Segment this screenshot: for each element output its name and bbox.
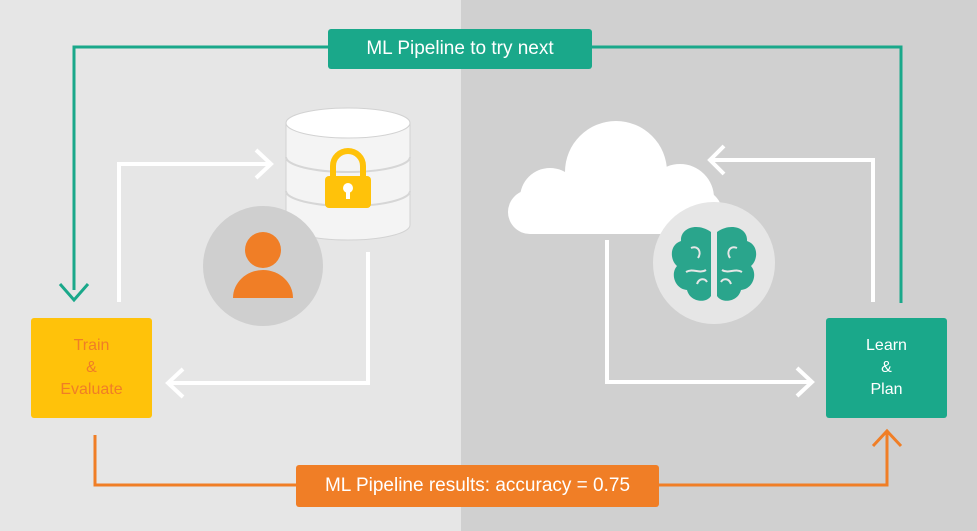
- left-inner-loop-top: [117, 162, 268, 302]
- database-icon: [285, 107, 411, 241]
- right-inner-arrowhead-bottom: [795, 366, 815, 398]
- left-inner-loop-bottom: [170, 252, 370, 385]
- orange-arrowhead: [871, 428, 903, 448]
- brain-icon: [653, 202, 775, 324]
- next-pipeline-label: ML Pipeline to try next: [328, 29, 592, 69]
- teal-connector-line: [72, 45, 328, 290]
- orange-connector-line-right: [659, 431, 889, 487]
- user-icon: [203, 206, 323, 326]
- train-box-line-3: Evaluate: [60, 381, 123, 398]
- learn-box-line-3: Plan: [870, 381, 903, 398]
- orange-connector-line: [93, 435, 296, 487]
- cloud-icon: [508, 121, 722, 234]
- right-inner-arrowhead-top: [707, 144, 726, 176]
- learn-box-line-1: Learn: [866, 337, 907, 354]
- learn-box-line-2: &: [881, 359, 892, 376]
- train-evaluate-box: Train & Evaluate: [31, 318, 152, 418]
- teal-arrowhead: [58, 283, 90, 303]
- learn-plan-box: Learn & Plan: [826, 318, 947, 418]
- train-box-line-1: Train: [73, 337, 110, 354]
- results-label: ML Pipeline results: accuracy = 0.75: [296, 465, 659, 507]
- lock-icon: [325, 148, 371, 208]
- right-inner-loop-top: [712, 158, 875, 302]
- right-inner-loop-bottom: [605, 240, 810, 384]
- left-inner-arrowhead-bottom: [165, 367, 185, 399]
- train-box-line-2: &: [86, 359, 97, 376]
- teal-connector-line-right: [592, 45, 903, 303]
- left-inner-arrowhead-top: [254, 148, 274, 180]
